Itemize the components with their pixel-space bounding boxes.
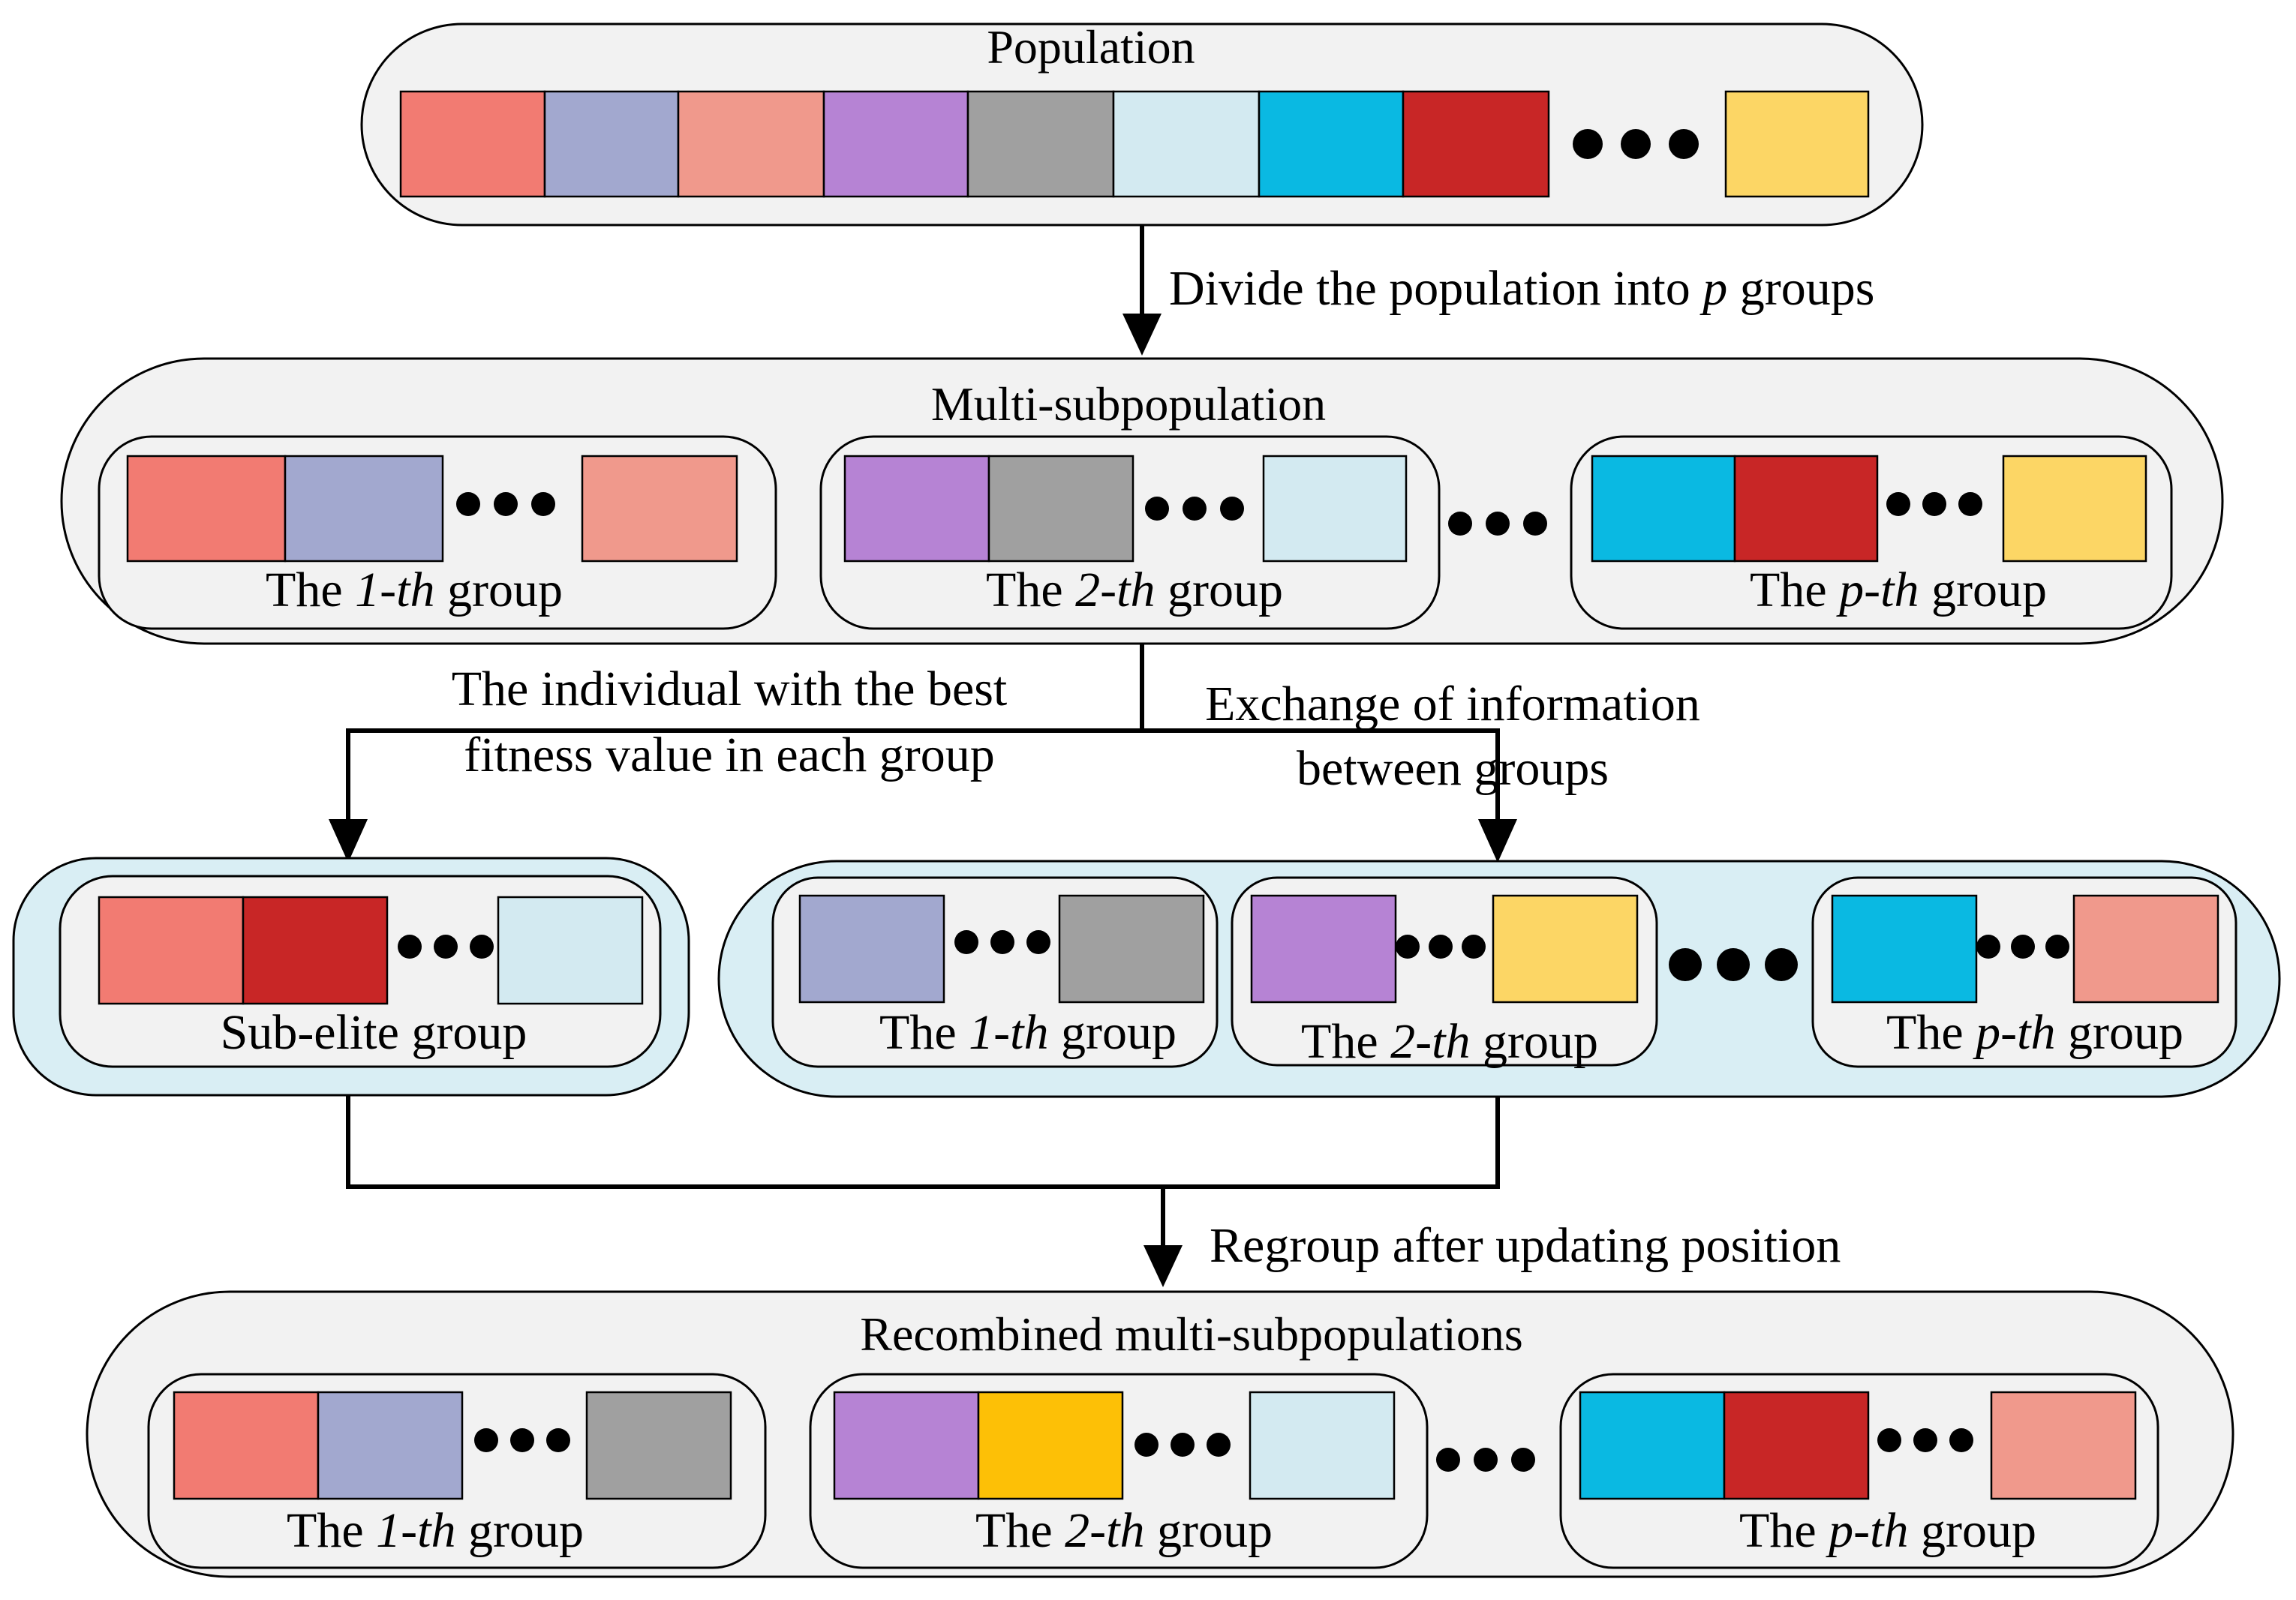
group-label: The 1-th group (287, 1503, 584, 1558)
group-panel: The 2-th group (1231, 876, 1658, 1069)
ellipsis-icon (398, 935, 494, 959)
population-cell (1112, 90, 1261, 198)
sub-elite-stage: Sub-elite group (12, 857, 690, 1097)
group-panel: The p-th group (1570, 435, 2173, 630)
ellipsis-icon (954, 930, 1050, 954)
group-cell (1249, 1391, 1396, 1500)
group-panel: The 2-th group (809, 1373, 1429, 1569)
group-cell (1492, 894, 1639, 1004)
sub-elite-cell (98, 896, 245, 1005)
group-label: The p-th group (1886, 1005, 2183, 1060)
regroup-label: Regroup after updating position (1210, 1218, 1841, 1273)
group-panel: The p-th group (1811, 876, 2237, 1068)
split-connector (329, 644, 1517, 863)
exchange-label-line1: Exchange of information (1205, 677, 1700, 731)
population-stage: Population (360, 20, 1924, 227)
sub-elite-cell (242, 896, 389, 1005)
group-panel: The p-th group (1559, 1373, 2159, 1569)
group-label: The 1-th group (879, 1005, 1177, 1060)
group-cell (1058, 894, 1205, 1004)
group-label: The 2-th group (975, 1503, 1273, 1558)
ellipsis-icon (1396, 935, 1486, 959)
population-cell (399, 90, 546, 198)
ellipsis-icon (1669, 948, 1798, 981)
group-label: The p-th group (1739, 1503, 2036, 1558)
group-label: The 2-th group (1301, 1014, 1598, 1069)
group-cell (173, 1391, 320, 1500)
group-cell (977, 1391, 1124, 1500)
group-cell (317, 1391, 464, 1500)
group-cell (798, 894, 945, 1004)
group-cell (1579, 1391, 1726, 1500)
group-cell (585, 1391, 732, 1500)
multi-subpopulation-title: Multi-subpopulation (931, 377, 1326, 431)
group-cell (1831, 894, 1978, 1004)
divide-label: Divide the population into p groups (1169, 261, 1874, 316)
group-cell (1250, 894, 1397, 1004)
multi-subpopulation-stage: Multi-subpopulation The 1-th group The 2… (60, 357, 2224, 645)
group-cell (2072, 894, 2219, 1004)
ellipsis-icon (1877, 1428, 1973, 1452)
ellipsis-icon (1573, 129, 1699, 159)
group-cell (1262, 455, 1408, 563)
group-cell (1723, 1391, 1870, 1500)
group-cell (987, 455, 1134, 563)
group-cell (1591, 455, 1736, 563)
population-title: Population (987, 20, 1195, 74)
sub-elite-label: Sub-elite group (221, 1005, 527, 1060)
group-cell (581, 455, 738, 563)
best-individual-label-line1: The individual with the best (452, 662, 1008, 716)
group-panel: The 2-th group (819, 435, 1441, 630)
exchange-label-line2: between groups (1297, 741, 1609, 796)
group-label: The p-th group (1750, 563, 2047, 617)
group-cell (2002, 455, 2147, 563)
population-cell (966, 90, 1115, 198)
ellipsis-icon (474, 1428, 570, 1452)
group-cell (833, 1391, 980, 1500)
population-cells (399, 90, 1870, 198)
population-cell (1724, 90, 1870, 198)
group-cell (126, 455, 287, 563)
population-cell (1402, 90, 1550, 198)
group-panel: The 1-th group (98, 435, 777, 630)
recombined-stage: Recombined multi-subpopulations The 1-th… (86, 1290, 2234, 1578)
ellipsis-icon (1976, 935, 2069, 959)
best-individual-label-line2: fitness value in each group (464, 728, 994, 782)
group-cell (843, 455, 990, 563)
sub-elite-cell (497, 896, 644, 1005)
group-label: The 1-th group (266, 563, 563, 617)
group-label: The 2-th group (986, 563, 1283, 617)
group-cell (1990, 1391, 2137, 1500)
merge-connector (346, 1095, 1500, 1287)
divide-arrow (1122, 225, 1162, 356)
population-cell (543, 90, 680, 198)
ellipsis-icon (456, 492, 555, 516)
group-cell (284, 455, 444, 563)
group-panel: The 1-th group (147, 1373, 767, 1569)
recombined-title: Recombined multi-subpopulations (860, 1307, 1522, 1361)
population-cell (822, 90, 969, 198)
ellipsis-icon (1145, 497, 1244, 521)
group-panel: The 1-th group (771, 876, 1219, 1068)
ellipsis-icon (1886, 492, 1982, 516)
exchange-stage: The 1-th group The 2-th group The p-th g… (717, 860, 2281, 1098)
group-cell (1733, 455, 1879, 563)
population-cell (1258, 90, 1405, 198)
ellipsis-icon (1436, 1448, 1535, 1472)
ellipsis-icon (1448, 512, 1547, 536)
ellipsis-icon (1134, 1433, 1231, 1457)
population-cell (677, 90, 825, 198)
